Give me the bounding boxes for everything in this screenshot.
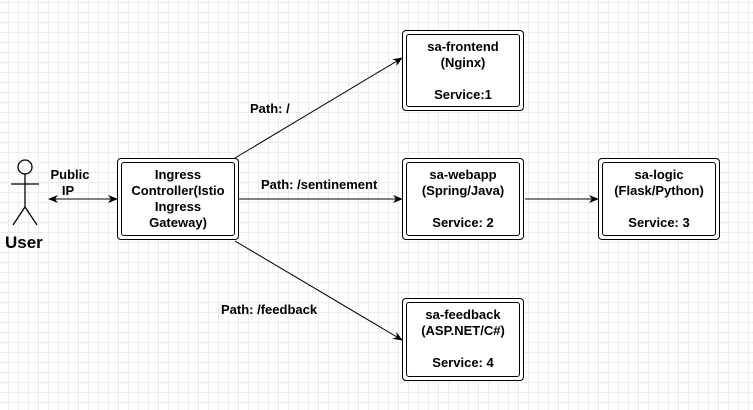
sa-feedback-node[interactable]: sa-feedback (ASP.NET/C#) Service: 4 xyxy=(402,298,524,381)
sa-frontend-tech: (Nginx) xyxy=(440,55,486,70)
sa-logic-name: sa-logic xyxy=(634,167,684,182)
sa-feedback-tech: (ASP.NET/C#) xyxy=(421,323,505,338)
sa-logic-tech: (Flask/Python) xyxy=(614,183,704,198)
sa-feedback-service: Service: 4 xyxy=(432,355,494,370)
ingress-line-4: Gateway) xyxy=(149,215,207,230)
ingress-line-3: Ingress xyxy=(154,199,202,214)
sa-webapp-box: sa-webapp (Spring/Java) Service: 2 xyxy=(406,162,520,236)
ingress-line-2: Controller(Istio xyxy=(131,183,225,198)
public-ip-label-line2: IP xyxy=(61,183,75,198)
ingress-line-1: Ingress xyxy=(154,167,202,182)
sa-feedback-name: sa-feedback xyxy=(425,307,501,322)
sa-logic-service: Service: 3 xyxy=(628,215,690,230)
public-ip-label: Public IP xyxy=(46,167,94,199)
sa-feedback-box: sa-feedback (ASP.NET/C#) Service: 4 xyxy=(406,302,520,377)
route-label-feedback: Path: /feedback xyxy=(221,302,318,317)
sa-frontend-box: sa-frontend (Nginx) Service:1 xyxy=(406,34,520,107)
sa-frontend-name: sa-frontend xyxy=(427,39,499,54)
ingress-feedback-connector xyxy=(234,240,403,341)
public-ip-label-line1: Public xyxy=(50,167,90,182)
user-label: User xyxy=(5,233,43,252)
sa-frontend-node[interactable]: sa-frontend (Nginx) Service:1 xyxy=(402,30,524,111)
sa-webapp-service: Service: 2 xyxy=(432,215,494,230)
ingress-controller-node[interactable]: Ingress Controller(Istio Ingress Gateway… xyxy=(117,158,239,240)
sa-logic-box: sa-logic (Flask/Python) Service: 3 xyxy=(602,162,716,236)
route-label-webapp: Path: /sentinement xyxy=(261,177,378,192)
sa-webapp-node[interactable]: sa-webapp (Spring/Java) Service: 2 xyxy=(402,158,524,240)
user-icon xyxy=(11,159,39,226)
sa-frontend-service: Service:1 xyxy=(434,87,492,102)
ingress-frontend-connector xyxy=(234,57,403,159)
sa-webapp-name: sa-webapp xyxy=(429,167,497,182)
route-label-frontend: Path: / xyxy=(250,101,290,116)
sa-logic-node[interactable]: sa-logic (Flask/Python) Service: 3 xyxy=(598,158,720,240)
ingress-controller-box: Ingress Controller(Istio Ingress Gateway… xyxy=(121,162,235,236)
sa-webapp-tech: (Spring/Java) xyxy=(421,183,505,198)
